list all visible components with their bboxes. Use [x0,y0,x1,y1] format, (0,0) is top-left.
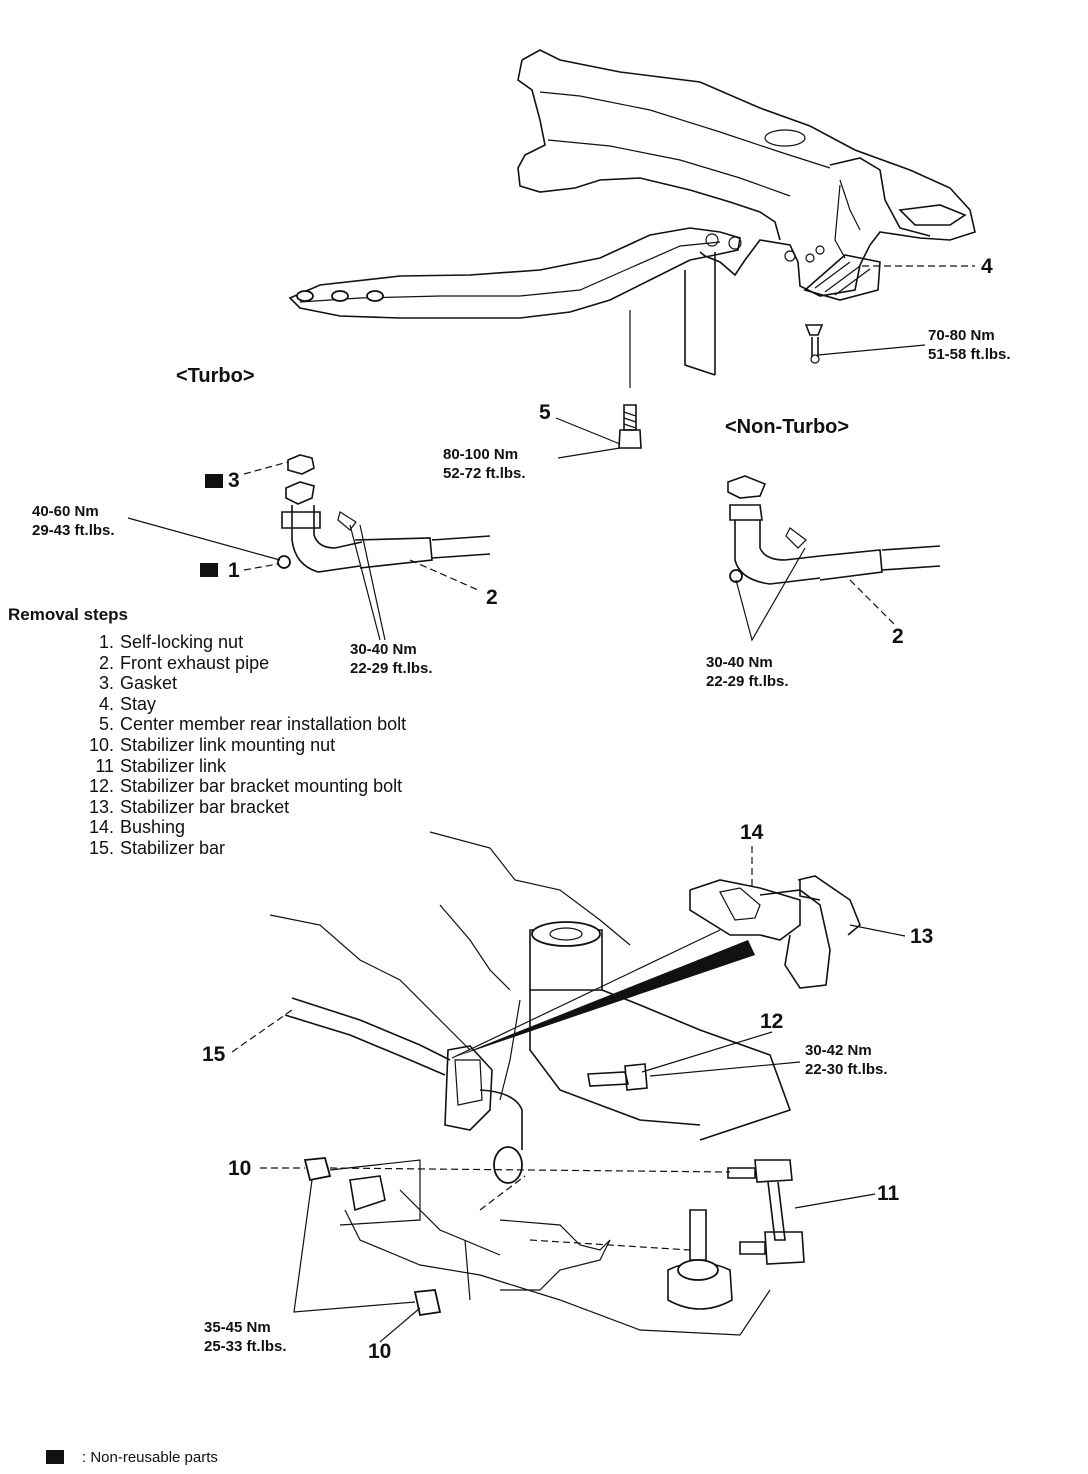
removal-step: 5. Center member rear installation bolt [80,714,406,735]
callout-1: 1 [228,559,240,582]
removal-step-text: Stabilizer link mounting nut [120,734,336,755]
torque-ftlbs: 22-29 ft.lbs. [350,660,433,677]
torque-turbo-nut: 40-60 Nm 29-43 ft.lbs. [32,502,115,540]
removal-step-text: Stabilizer bar bracket [120,796,290,817]
removal-step-number: 4. [98,693,114,714]
callout-10-lower: 10 [368,1340,392,1363]
non-reusable-legend-mark [46,1450,64,1464]
torque-ftlbs: 52-72 ft.lbs. [443,465,526,482]
removal-step-number: 15. [88,837,114,858]
non-reusable-mark-3 [205,474,223,488]
callout-4: 4 [981,255,993,278]
torque-ftlbs: 29-43 ft.lbs. [32,522,115,539]
removal-step-text: Center member rear installation bolt [120,714,407,735]
removal-step: 2. Front exhaust pipe [80,653,406,674]
removal-steps-title: Removal steps [8,605,128,624]
torque-nm: 30-40 Nm [350,641,417,658]
torque-turbo-pipe: 30-40 Nm 22-29 ft.lbs. [350,640,433,678]
removal-step-number: 14. [88,817,114,838]
removal-step-text: Stabilizer bar [120,837,226,858]
removal-step: 10. Stabilizer link mounting nut [80,735,406,756]
removal-step-number: 2. [98,652,114,673]
removal-step-text: Self-locking nut [120,632,244,652]
stabilizer-assembly-drawing [269,831,861,1336]
torque-nm: 35-45 Nm [204,1319,271,1336]
callout-11: 11 [877,1182,900,1205]
removal-step-number: 11 [95,755,114,776]
removal-step-text: Gasket [120,673,178,694]
non-turbo-label: <Non-Turbo> [725,416,850,438]
removal-step-text: Stabilizer link [120,755,227,776]
torque-ftlbs: 22-30 ft.lbs. [805,1061,888,1078]
removal-step-text: Stay [120,693,157,714]
callout-14: 14 [740,821,764,844]
torque-link-nut: 35-45 Nm 25-33 ft.lbs. [204,1318,287,1356]
torque-ftlbs: 51-58 ft.lbs. [928,346,1011,363]
removal-step: 13. Stabilizer bar bracket [80,797,406,818]
top-leader-lines [555,265,975,459]
torque-ftlbs: 22-29 ft.lbs. [706,673,789,690]
callout-5: 5 [539,401,551,424]
callout-15: 15 [202,1043,226,1066]
stabilizer-leader-lines [231,846,906,1343]
nonturbo-leader-lines [735,547,896,642]
turbo-label: <Turbo> [176,365,255,387]
torque-stay-bolt: 70-80 Nm 51-58 ft.lbs. [928,326,1011,364]
removal-step: 11 Stabilizer link [80,756,406,777]
removal-step-text: Bushing [120,817,186,838]
callout-10-upper: 10 [228,1157,252,1180]
removal-step-number: 5. [98,714,114,735]
torque-nonturbo-pipe: 30-40 Nm 22-29 ft.lbs. [706,653,789,691]
removal-step-number: 1. [98,632,114,652]
removal-step-text: Front exhaust pipe [120,652,270,673]
turbo-exhaust-drawing [277,454,491,573]
center-member-drawing [288,49,976,449]
torque-nm: 70-80 Nm [928,327,995,344]
turbo-leader-lines [127,461,479,641]
callout-3: 3 [228,469,240,492]
removal-step: 4. Stay [80,694,406,715]
removal-step: 15. Stabilizer bar [80,838,406,859]
non-reusable-mark-1 [200,563,218,577]
callout-2-nonturbo: 2 [892,625,904,648]
removal-step-number: 10. [88,734,114,755]
callout-2-turbo: 2 [486,586,498,609]
removal-step: 12. Stabilizer bar bracket mounting bolt [80,776,406,797]
torque-nm: 80-100 Nm [443,446,519,463]
removal-step: 14. Bushing [80,817,406,838]
torque-ftlbs: 25-33 ft.lbs. [204,1338,287,1355]
removal-step-number: 13. [88,796,114,817]
torque-nm: 30-40 Nm [706,654,773,671]
removal-step: 3. Gasket [80,673,406,694]
removal-step-text: Stabilizer bar bracket mounting bolt [120,776,403,797]
torque-nm: 30-42 Nm [805,1042,872,1059]
nonturbo-exhaust-drawing [727,475,941,585]
removal-step: 1. Self-locking nut [80,632,406,653]
callout-13: 13 [910,925,934,948]
removal-step-number: 12. [88,776,114,797]
removal-step-number: 3. [98,673,114,694]
legend-text: : Non-reusable parts [82,1449,218,1466]
callout-12: 12 [760,1010,784,1033]
torque-nm: 40-60 Nm [32,503,99,520]
torque-bracket-bolt: 30-42 Nm 22-30 ft.lbs. [805,1041,888,1079]
torque-center-bolt: 80-100 Nm 52-72 ft.lbs. [443,445,526,483]
